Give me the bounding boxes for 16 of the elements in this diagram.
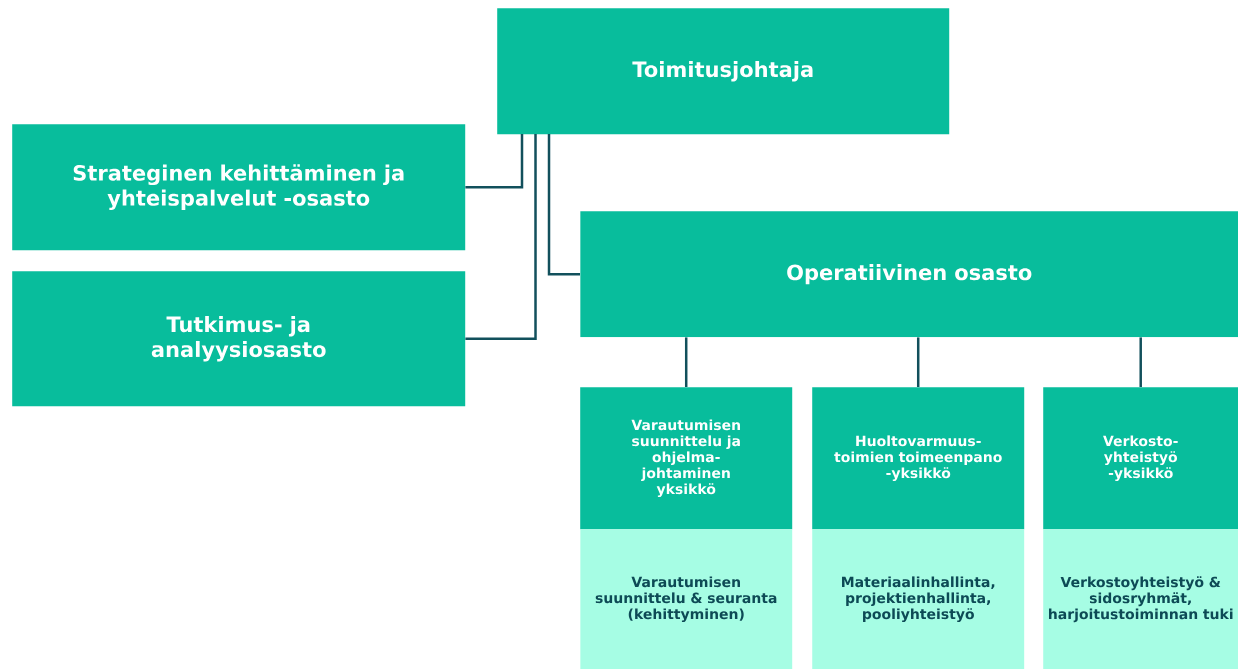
task-box: Varautumisen suunnittelu & seuranta (kehittyminen)	[580, 529, 793, 669]
unit-box: Verkosto- yhteistyö -yksikkö	[1043, 387, 1238, 530]
unit-box: Huoltovarmuus- toimien toimeenpano -yksikkö	[812, 387, 1025, 530]
connector-line	[684, 337, 688, 387]
connector-line	[547, 134, 580, 276]
task-box: Verkostoyhteistyö & sidosryhmät, harjoitustoiminnan tuki	[1043, 529, 1238, 669]
unit-box: Varautumisen suunnittelu ja ohjelma- johtaminen yksikkö	[580, 387, 793, 530]
connector-line	[916, 337, 920, 387]
department-box: Strateginen kehittäminen ja yhteispalvelut -osasto	[12, 124, 466, 251]
department-box: Toimitusjohtaja	[497, 8, 950, 135]
department-box: Tutkimus- ja analyysiosasto	[12, 271, 466, 407]
connector-line	[465, 134, 537, 340]
department-box: Operatiivinen osasto	[580, 211, 1238, 338]
connector-line	[1139, 337, 1142, 387]
task-box: Materiaalinhallinta, projektienhallinta, pooliyhteistyö	[812, 529, 1025, 669]
connector-line	[465, 134, 524, 189]
